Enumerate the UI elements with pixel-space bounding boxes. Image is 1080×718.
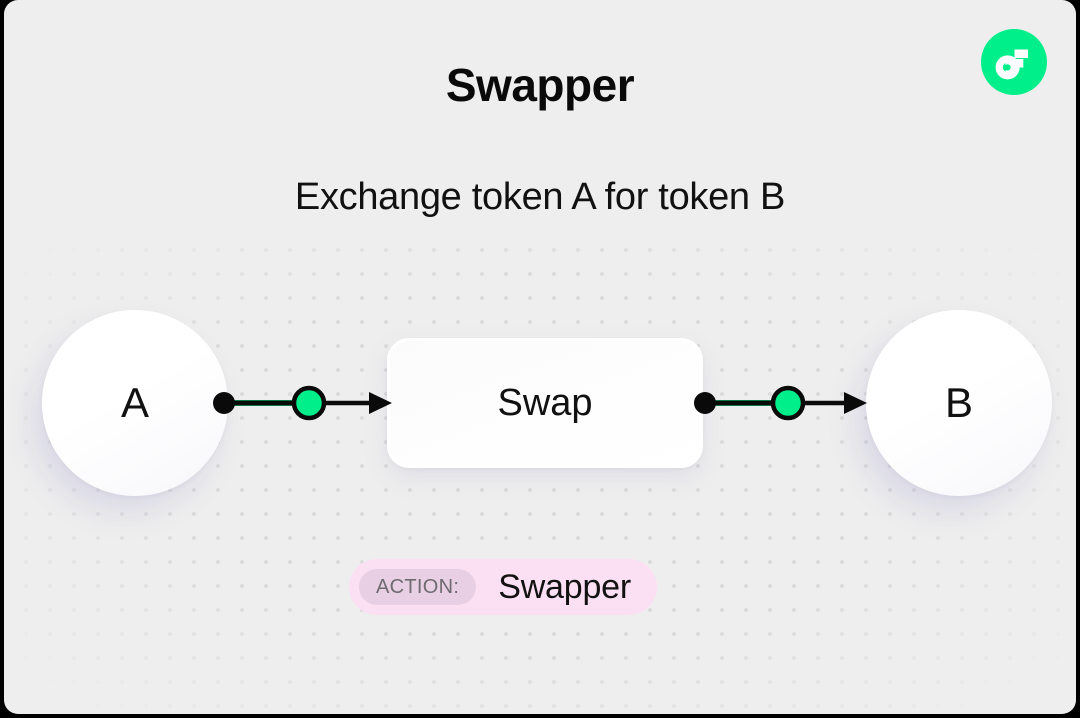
edge-handle-dot [770, 385, 806, 421]
edge-arrowhead [844, 392, 867, 414]
edge-token-a-to-swap[interactable] [209, 381, 394, 425]
node-token-b[interactable]: B [866, 310, 1052, 496]
flow-logo-icon [981, 29, 1047, 95]
action-badge-key: ACTION: [359, 569, 477, 605]
edge-source-dot [694, 392, 716, 414]
edge-source-dot [213, 392, 235, 414]
node-token-a-label: A [120, 379, 149, 426]
node-token-b-label: B [944, 379, 973, 426]
diagram-card: Swapper Exchange token A for token B A S… [4, 0, 1076, 714]
action-badge: ACTION: Swapper [349, 559, 658, 615]
page-title: Swapper [445, 59, 635, 111]
edge-handle-dot [291, 385, 327, 421]
edge-swap-to-token-b[interactable] [692, 381, 868, 425]
node-swap-label: Swap [497, 381, 593, 424]
action-badge-value: Swapper [498, 567, 632, 606]
node-token-a[interactable]: A [42, 310, 228, 496]
edge-arrowhead [369, 392, 392, 414]
node-swap[interactable]: Swap [387, 338, 703, 468]
page-subtitle: Exchange token A for token B [294, 176, 786, 218]
